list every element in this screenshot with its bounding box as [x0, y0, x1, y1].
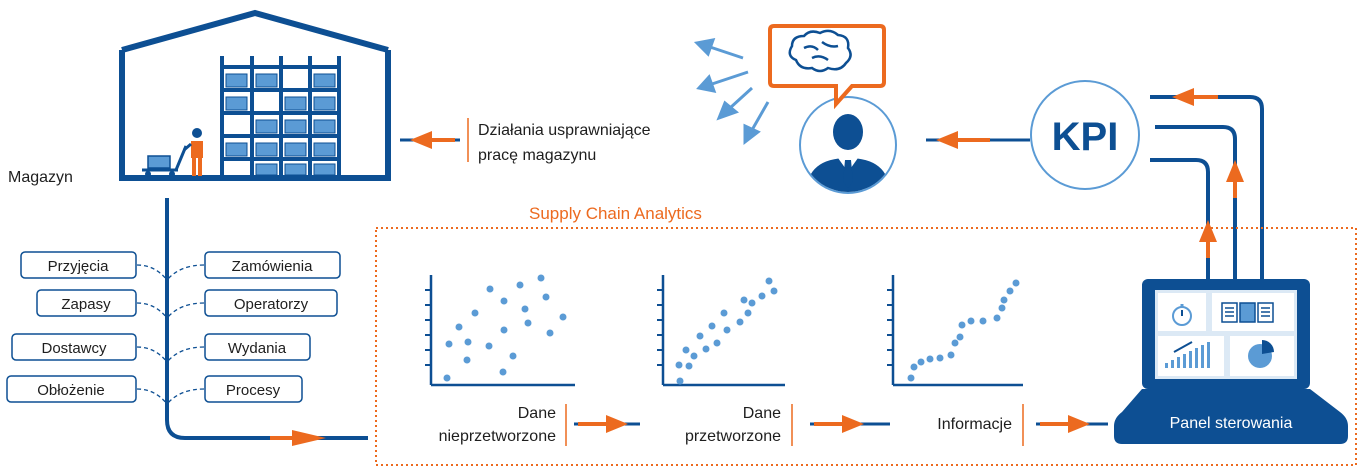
- kpi-feedback-lines: [1150, 95, 1264, 282]
- arrow-left-icon-2: [936, 131, 958, 149]
- dashboard-label: Panel sterowania: [1170, 415, 1293, 432]
- scatter-chart-icon-2: [657, 275, 785, 387]
- arrow-up-icon: [1226, 160, 1244, 182]
- shelving-icon: [220, 56, 341, 178]
- arrow-right-icon-2: [606, 415, 628, 433]
- data-tags-left: [6, 251, 137, 403]
- arrow-left-icon-3: [1172, 88, 1194, 106]
- speech-bubble-icon: [768, 24, 886, 110]
- manager-icon: [799, 96, 897, 194]
- stopwatch-icon: [1172, 304, 1192, 326]
- actions-line2: pracę magazynu: [478, 147, 596, 164]
- tag-wydania: Wydania: [228, 340, 287, 357]
- pie-chart-icon: [1248, 340, 1274, 368]
- scatter-chart-icon: [425, 274, 575, 387]
- stage2-line2: przetworzone: [685, 428, 781, 445]
- actions-line1: Działania usprawniające: [478, 122, 651, 139]
- document-icon: [1221, 302, 1274, 323]
- scatter-chart-icon-3: [887, 275, 1023, 387]
- arrow-left-icon: [410, 131, 432, 149]
- warehouse-icon: [119, 9, 391, 181]
- arrow-up-icon-2: [1199, 220, 1217, 242]
- tag-procesy: Procesy: [226, 382, 281, 399]
- worker-icon: [183, 128, 203, 176]
- kpi-label: KPI: [1052, 115, 1119, 159]
- tag-przyjecia: Przyjęcia: [48, 258, 110, 275]
- tag-zamowienia: Zamówienia: [232, 258, 314, 275]
- kpi-circle-icon: [1030, 80, 1140, 190]
- tag-oblozenie: Obłożenie: [37, 382, 105, 399]
- warehouse-label: Magazyn: [8, 169, 73, 186]
- cart-icon: [142, 145, 188, 177]
- brain-icon: [788, 29, 852, 73]
- stage2-line1: Dane: [743, 405, 781, 422]
- analytics-title: Supply Chain Analytics: [529, 204, 702, 223]
- bar-chart-icon: [1165, 341, 1210, 368]
- stage3-line1: Informacje: [937, 416, 1012, 433]
- improvement-arrows-icon: [693, 38, 770, 146]
- tag-operatorzy: Operatorzy: [234, 296, 309, 313]
- tag-zapasy: Zapasy: [61, 296, 111, 313]
- data-flow-line: [165, 198, 368, 440]
- stage1-line2: nieprzetworzone: [439, 428, 557, 445]
- arrow-right-icon-4: [1068, 415, 1090, 433]
- arrow-right-icon: [292, 430, 326, 446]
- tag-dostawcy: Dostawcy: [41, 340, 107, 357]
- tag-connectors: [136, 264, 205, 405]
- stage1-line1: Dane: [518, 405, 556, 422]
- data-tags-right: [204, 251, 341, 403]
- analytics-frame: [375, 227, 1357, 466]
- arrow-right-icon-3: [842, 415, 864, 433]
